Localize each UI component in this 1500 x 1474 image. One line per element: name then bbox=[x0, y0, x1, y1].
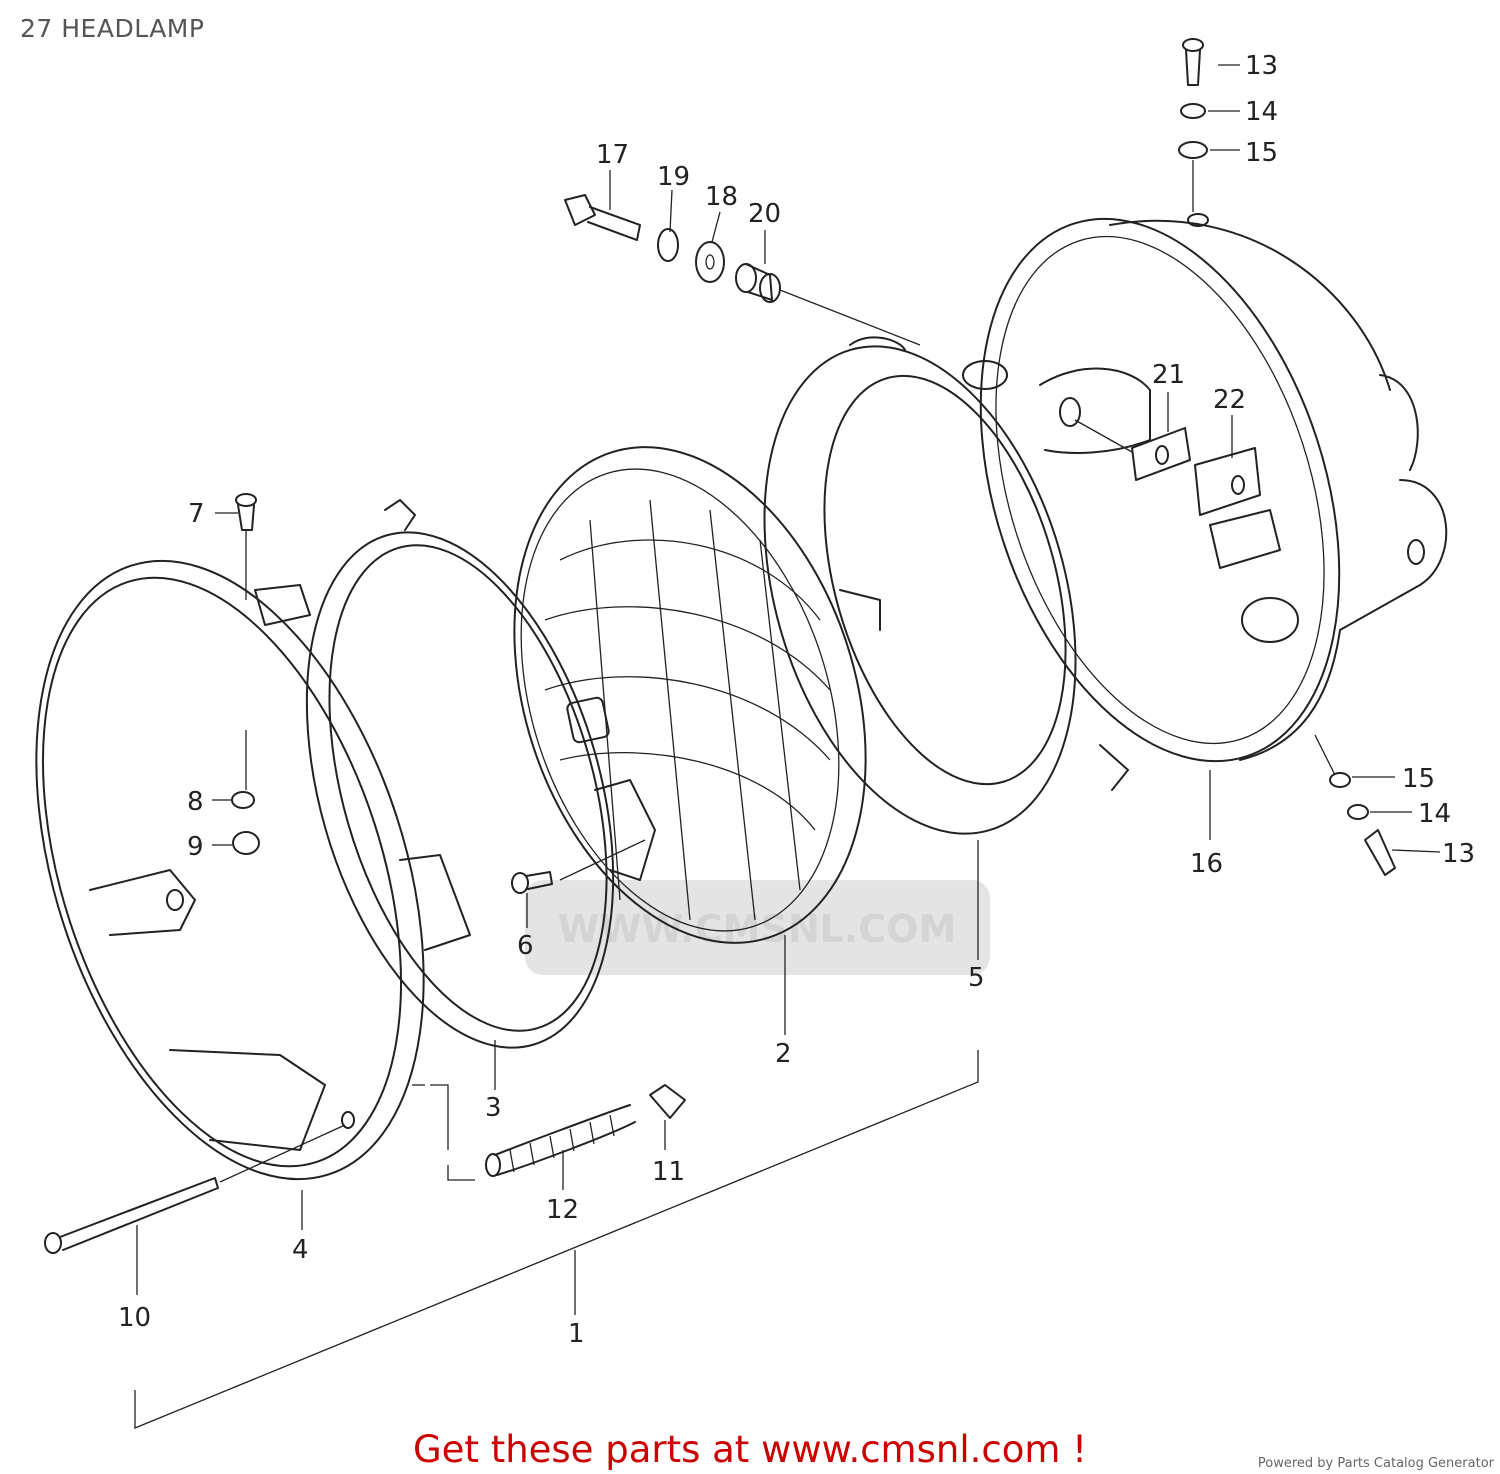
callout-8: 8 bbox=[187, 787, 204, 817]
callout-4: 4 bbox=[292, 1235, 309, 1265]
part-13-screw-top bbox=[1182, 38, 1204, 86]
part-6-screw bbox=[511, 871, 553, 894]
part-20-collar bbox=[735, 263, 781, 303]
callout-19: 19 bbox=[657, 162, 690, 192]
callout-2: 2 bbox=[775, 1039, 792, 1069]
part-14-washer-top bbox=[1180, 103, 1206, 119]
callout-18: 18 bbox=[705, 182, 738, 212]
callout-10: 10 bbox=[118, 1303, 151, 1333]
part-18-washer bbox=[695, 241, 725, 283]
callout-16: 16 bbox=[1190, 849, 1223, 879]
part-13-screw-bottom bbox=[1364, 829, 1396, 876]
lens-pattern bbox=[544, 499, 831, 921]
callout-21: 21 bbox=[1152, 360, 1185, 390]
part-17-bolt bbox=[564, 194, 641, 241]
powered-by-text: Powered by Parts Catalog Generator bbox=[1257, 1456, 1494, 1471]
part-3-inner-rim bbox=[305, 499, 615, 1049]
part-10-adjusting-screw bbox=[44, 1124, 346, 1254]
part-11-nut bbox=[649, 1084, 686, 1119]
part-2-sealed-beam bbox=[513, 446, 867, 944]
part-4-outer-rim bbox=[35, 559, 425, 1181]
callout-9: 9 bbox=[187, 832, 204, 862]
part-19-washer bbox=[657, 228, 679, 262]
get-parts-link[interactable]: Get these parts at www.cmsnl.com ! bbox=[412, 1428, 1087, 1471]
callout-22: 22 bbox=[1213, 385, 1246, 415]
watermark-plate bbox=[525, 880, 990, 975]
part-7-screw bbox=[235, 493, 257, 531]
callout-13-top: 13 bbox=[1245, 51, 1278, 81]
part-5-headlamp-case bbox=[763, 336, 1129, 835]
callout-14-bottom: 14 bbox=[1418, 799, 1451, 829]
callout-1: 1 bbox=[568, 1319, 585, 1349]
callout-15-bottom: 15 bbox=[1402, 764, 1435, 794]
part-15-washer-top bbox=[1178, 141, 1208, 159]
part-12-spring bbox=[485, 1104, 636, 1177]
callout-labels: 1 2 3 4 5 6 7 8 9 10 11 12 13 14 15 16 1… bbox=[118, 51, 1475, 1349]
part-15-washer-bottom bbox=[1329, 772, 1351, 788]
callout-7: 7 bbox=[188, 499, 205, 529]
callout-20: 20 bbox=[748, 199, 781, 229]
callout-6: 6 bbox=[517, 931, 534, 961]
callout-17: 17 bbox=[596, 140, 629, 170]
watermark: WWW.CMSNL.COM bbox=[525, 880, 990, 975]
callout-14-top: 14 bbox=[1245, 97, 1278, 127]
part-8-washer bbox=[231, 791, 255, 809]
part-22-nut-plate bbox=[1194, 447, 1281, 569]
callout-11: 11 bbox=[652, 1157, 685, 1187]
callout-12: 12 bbox=[546, 1195, 579, 1225]
assembly-bracket-part-1 bbox=[134, 1050, 979, 1429]
callout-5: 5 bbox=[968, 963, 985, 993]
part-21-clip bbox=[1131, 427, 1191, 481]
leader-lines bbox=[136, 64, 1441, 1295]
page-title: 27 HEADLAMP bbox=[20, 14, 205, 43]
callout-15-top: 15 bbox=[1245, 138, 1278, 168]
part-16-headlamp-shell bbox=[979, 213, 1448, 763]
watermark-text: WWW.CMSNL.COM bbox=[558, 907, 957, 951]
part-14-washer-bottom bbox=[1347, 804, 1369, 820]
part-9-nut bbox=[232, 831, 260, 855]
callout-13-bottom: 13 bbox=[1442, 839, 1475, 869]
callout-3: 3 bbox=[485, 1093, 502, 1123]
